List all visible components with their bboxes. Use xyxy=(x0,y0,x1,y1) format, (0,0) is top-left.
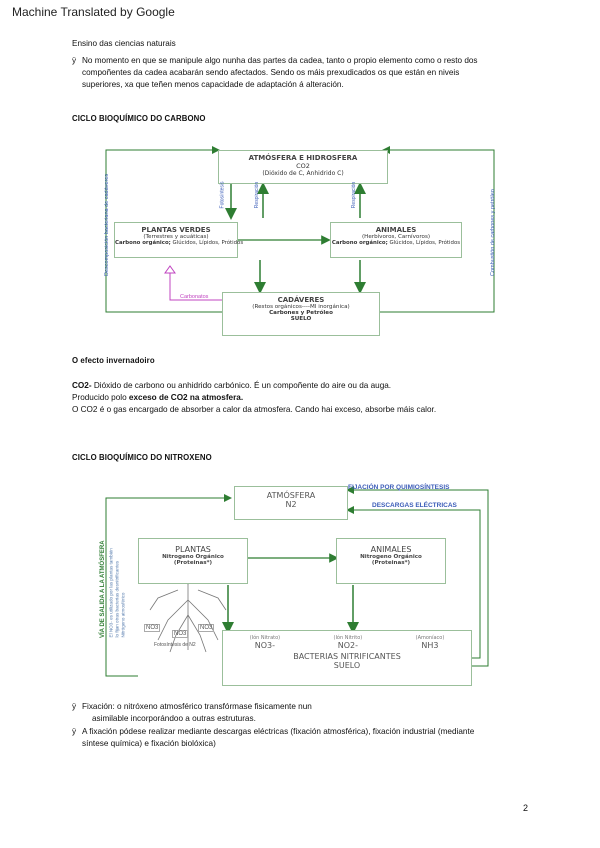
co2-definition: CO2- Dióxido de carbono ou anhidrido car… xyxy=(72,380,532,392)
nitrogen-cycle-diagram: ATMÓSFERA N2 FIJACIÓN POR QUIMIOSÍNTESIS… xyxy=(88,480,498,690)
respiration-label-animals: Respiración xyxy=(351,181,358,209)
plants-organic-label: Carbono orgánico; xyxy=(115,240,171,246)
atm-box-subtitle: (Dióxido de C, Anhidrido C) xyxy=(262,170,344,177)
fixation-bullet-2-line-1: A fixación pódese realizar mediante desc… xyxy=(82,727,475,736)
ion-nitrate-symbol: NO3- xyxy=(254,641,276,650)
co2-label: CO2- xyxy=(72,381,92,390)
n-animals-title: ANIMALES xyxy=(370,545,412,554)
animals-box-organic: Carbono orgánico; Glúcidos, Lípidos, Pró… xyxy=(331,240,461,246)
atmosphere-hydrosphere-box: ATMÓSFERA E HIDROSFERA CO2 (Dióxido de C… xyxy=(218,150,388,184)
animals-box-sub: (Herbívoros, Carnívoros) xyxy=(361,234,431,240)
atm-box-title: ATMÓSFERA E HIDROSFERA xyxy=(248,154,358,162)
green-plants-box: PLANTAS VERDES (Terrestres y acuáticas) … xyxy=(114,222,243,258)
animals-box: ANIMALES (Herbívoros, Carnívoros) Carbon… xyxy=(330,222,462,258)
atm-box-co2: CO2 xyxy=(296,162,310,170)
nitrogen-atmosphere-box: ATMÓSFERA N2 xyxy=(234,486,348,520)
no3-label-c: NO3 xyxy=(198,624,215,632)
carbonates-label: Carbonatos xyxy=(180,294,209,300)
cadavers-box: CADÁVERES (Restos orgánicos----MI inorgá… xyxy=(222,292,380,336)
fixation-bullet-2: ÿ A fixación pódese realizar mediante de… xyxy=(72,726,524,750)
co2-text: Dióxido de carbono ou anhidrido carbónic… xyxy=(91,381,392,390)
produced-prefix: Producido polo xyxy=(72,393,129,402)
greenhouse-heading: O efecto invernadoiro xyxy=(72,356,155,365)
absorb-line: O CO2 é o gas encargado de absorber a ca… xyxy=(72,405,437,414)
n-animals-box: ANIMALES Nitrogeno Orgánico (Proteinas*) xyxy=(336,538,446,584)
produced-line: Producido polo exceso de CO2 na atmosfer… xyxy=(72,392,532,404)
intro-paragraph: ÿ No momento en que se manipule algo nun… xyxy=(72,55,524,91)
carbon-cycle-heading: CICLO BIOQUÍMICO DO CARBONO xyxy=(72,114,206,123)
intro-line-2: compoñentes da cadea acabarán sendo afec… xyxy=(82,68,460,77)
electric-discharges-label: DESCARGAS ELÉCTRICAS xyxy=(372,502,457,509)
ion-ammonia: (Amoníaco)NH3 xyxy=(416,635,445,650)
animals-box-title: ANIMALES xyxy=(375,226,417,234)
ion-ammonia-symbol: NH3 xyxy=(421,641,439,650)
animals-organic-label: Carbono orgánico; xyxy=(331,240,388,246)
n-plants-title: PLANTAS xyxy=(175,545,211,554)
no3-label-a: NO3 xyxy=(144,624,161,632)
plants-box-sub: (Terrestres y acuáticas) xyxy=(143,234,209,240)
exit-route-note-1: El NO3- es utilizado por las plantas tam… xyxy=(108,548,114,638)
cadavers-box-fuels: Carbones y Petróleo xyxy=(269,310,333,316)
n-plants-organic: Nitrogeno Orgánico xyxy=(162,554,224,560)
chemosynthesis-fixation-label: FIJACIÓN POR QUIMIOSÍNTESIS xyxy=(348,484,450,491)
greenhouse-text: CO2- Dióxido de carbono ou anhidrido car… xyxy=(72,380,532,416)
bullet-mark-2: ÿ xyxy=(72,727,77,736)
carbon-cycle-arrows xyxy=(105,146,495,313)
ion-nitrate-label: (Ión Nitrato) xyxy=(249,635,281,641)
carbon-cycle-diagram: ATMÓSFERA E HIDROSFERA CO2 (Dióxido de C… xyxy=(98,136,503,341)
produced-bold: exceso de CO2 na atmosfera. xyxy=(128,393,244,402)
n-plants-box: PLANTAS Nitrogeno Orgánico (Proteinas*) xyxy=(138,538,248,584)
nitrogen-cycle-heading: CICLO BIOQUÍMICO DO NITROXENO xyxy=(72,453,212,462)
ion-nitrate: (Ión Nitrato)NO3- xyxy=(250,635,280,650)
ion-nitrite-label: (Ión Nitrito) xyxy=(333,635,363,641)
fixation-bullet-1: ÿ Fixación: o nitróxeno atmosférico tran… xyxy=(72,701,524,725)
n-plants-proteins: (Proteinas*) xyxy=(173,560,213,566)
nitrogen-cycle-arrows xyxy=(105,486,489,677)
plants-box-title: PLANTAS VERDES xyxy=(141,226,211,234)
intro-line-1: No momento en que se manipule algo nunha… xyxy=(82,56,478,65)
fixation-bullet-1-line-1: Fixación: o nitróxeno atmosférico transf… xyxy=(82,702,312,711)
intro-line-3: superiores, xa que teñen menos capacidad… xyxy=(82,80,344,89)
n-animals-proteins: (Proteinas*) xyxy=(371,560,411,566)
ion-ammonia-label: (Amoníaco) xyxy=(415,635,445,641)
ion-row: (Ión Nitrato)NO3- (Ión Nitrito)NO2- (Amo… xyxy=(223,635,471,650)
bullet-mark-1: ÿ xyxy=(72,702,77,711)
page-number: 2 xyxy=(522,803,528,813)
n-atm-title: ATMÓSFERA xyxy=(266,491,316,500)
no3-label-b: NO3 xyxy=(172,630,189,638)
course-title: Ensino das ciencias naturais xyxy=(72,39,176,48)
exit-route-note-3: Nitrógeno atmosférico xyxy=(120,592,126,638)
ion-nitrite-symbol: NO2- xyxy=(337,641,358,650)
n-atm-n2: N2 xyxy=(285,500,297,509)
ion-nitrite: (Ión Nitrito)NO2- xyxy=(334,635,363,650)
exit-route-note-2: lo fijan otras bacterias desnitrificante… xyxy=(114,560,120,638)
plants-box-organic: Carbono orgánico; Glúcidos, Lípidos, Pró… xyxy=(115,240,243,246)
nitrifying-bacteria-box: (Ión Nitrato)NO3- (Ión Nitrito)NO2- (Amo… xyxy=(222,630,472,686)
respiration-label-plants: Respiración xyxy=(254,181,261,209)
decomposition-label: Descomposición bacteriana de cadáveres xyxy=(104,173,110,276)
photosynthesis-label: Fotosíntesis xyxy=(219,181,226,209)
atmosphere-exit-route-label: VÍA DE SALIDA A LA ATMÓSFERA xyxy=(100,540,106,638)
combustion-label: Combustión de carbones y petróleo xyxy=(490,189,496,276)
cadavers-box-title: CADÁVERES xyxy=(277,296,325,304)
n-animals-organic: Nitrogeno Orgánico xyxy=(360,554,422,560)
plants-organic-text: Glúcidos, Lípidos, Prótidos xyxy=(170,240,244,246)
n2-photosynthesis-label: Fotosíntesis de N2 xyxy=(154,642,196,648)
fixation-bullet-2-line-2: síntese química) e fixación biolóxica) xyxy=(82,739,216,748)
bacteria-title: BACTERIAS NITRIFICANTES xyxy=(293,652,401,661)
bullet-mark: ÿ xyxy=(72,56,77,65)
machine-translation-header: Machine Translated by Google xyxy=(12,5,175,19)
cadavers-box-soil: SUELO xyxy=(290,316,312,322)
fixation-bullet-1-line-2: asimilable incorporándoo a outras estrut… xyxy=(92,714,256,723)
bacteria-soil: SUELO xyxy=(333,661,361,670)
animals-organic-text: Glúcidos, Lípidos, Prótidos xyxy=(387,240,461,246)
cadavers-box-sub: (Restos orgánicos----MI inorgánica) xyxy=(252,304,350,310)
